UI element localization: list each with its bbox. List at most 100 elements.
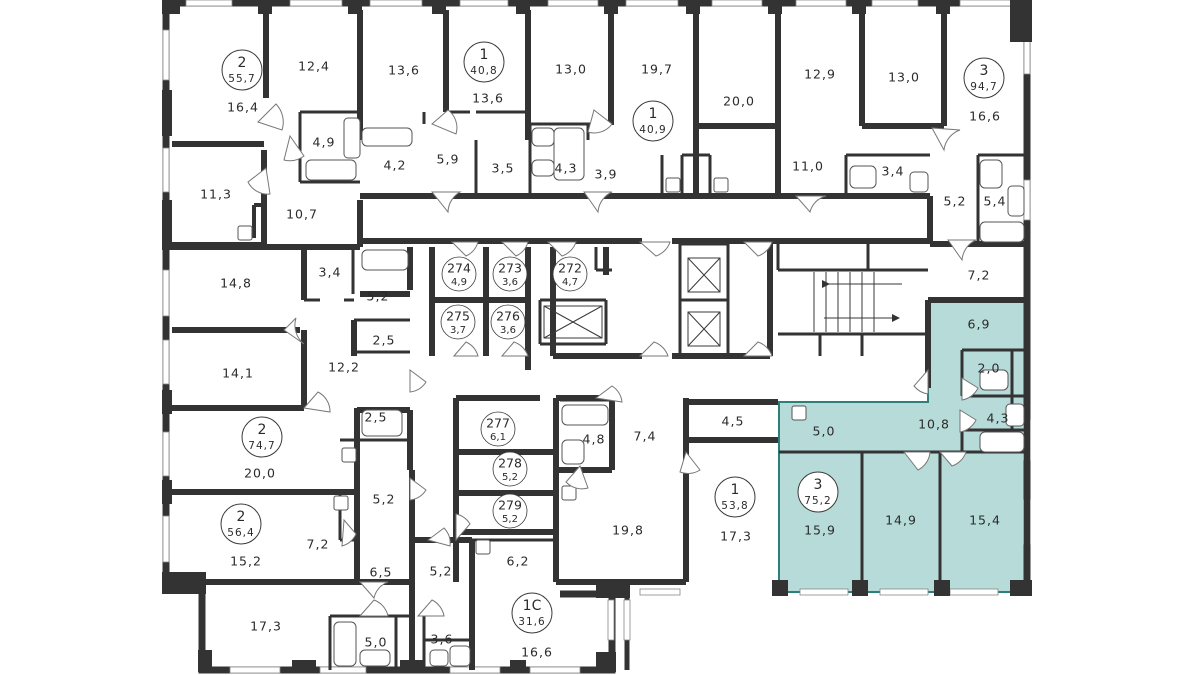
storage-number: 277 <box>486 416 510 431</box>
storage-circle <box>441 256 477 292</box>
room-area-label: 5,4 <box>984 194 1007 209</box>
room-area-label: 3,5 <box>492 161 515 176</box>
room-area-label: 5,9 <box>437 152 460 167</box>
room-area-label: 17,3 <box>250 619 282 634</box>
badge-circle <box>511 592 553 634</box>
apartment-badge[interactable]: 274,7 <box>241 416 283 458</box>
storage-area: 3,6 <box>502 277 518 288</box>
room-area-label: 11,3 <box>200 187 232 202</box>
storage-number: 274 <box>447 261 471 276</box>
total-area: 74,7 <box>248 440 275 452</box>
storage-circle <box>492 451 528 487</box>
room-area-label: 6,9 <box>968 317 991 332</box>
room-area-label: 16,6 <box>521 645 553 660</box>
badge-circle <box>632 100 674 142</box>
apartment-badge[interactable]: 256,4 <box>220 503 262 545</box>
room-area-label: 2,5 <box>373 333 396 348</box>
room-area-label: 2,5 <box>365 410 388 425</box>
room-area-label: 7,2 <box>968 268 991 283</box>
storage-area: 6,1 <box>490 432 506 443</box>
storage-number: 276 <box>496 309 520 324</box>
room-area-label: 4,3 <box>555 161 578 176</box>
room-area-label: 7,4 <box>634 429 657 444</box>
room-area-label: 10,8 <box>918 417 950 432</box>
room-count: 2 <box>238 55 247 71</box>
room-area-label: 2,0 <box>978 361 1001 376</box>
badge-circle <box>221 49 263 91</box>
storage-circle <box>440 304 476 340</box>
elevators-stairs <box>543 257 902 347</box>
storage-circle <box>492 256 528 292</box>
badge-circle <box>241 416 283 458</box>
storage-area: 5,2 <box>502 472 518 483</box>
room-area-label: 12,2 <box>328 360 360 375</box>
apartment-badge[interactable]: 153,8 <box>714 476 756 518</box>
total-area: 56,4 <box>227 527 254 539</box>
storage-circle <box>490 304 526 340</box>
room-area-label: 20,0 <box>244 466 276 481</box>
room-area-label: 7,2 <box>307 537 330 552</box>
storage-rooms: 2744,92733,62724,72753,72763,62776,12785… <box>440 256 588 529</box>
room-area-label: 14,8 <box>220 276 252 291</box>
apartment-badge[interactable]: 140,8 <box>463 41 505 83</box>
total-area: 94,7 <box>970 81 997 93</box>
storage-area: 4,7 <box>562 277 578 288</box>
room-area-label: 10,7 <box>286 207 318 222</box>
room-area-label: 13,6 <box>388 63 420 78</box>
room-count: 1 <box>649 106 658 122</box>
total-area: 53,8 <box>721 500 748 512</box>
total-area: 55,7 <box>228 73 255 85</box>
apartment-badge[interactable]: 140,9 <box>632 100 674 142</box>
apartment-badge[interactable]: 255,7 <box>221 49 263 91</box>
room-area-label: 6,2 <box>507 554 530 569</box>
room-count: 1 <box>480 47 489 63</box>
room-count: 3 <box>980 63 989 79</box>
storage-area: 3,7 <box>450 325 466 336</box>
total-area: 31,6 <box>518 616 545 628</box>
room-area-label: 13,0 <box>888 70 920 85</box>
interior-walls <box>172 10 1030 670</box>
room-area-label: 5,2 <box>373 492 396 507</box>
room-area-label: 5,2 <box>367 289 390 304</box>
room-area-label: 12,4 <box>298 59 330 74</box>
badge-circle <box>714 476 756 518</box>
storage-number: 272 <box>558 261 582 276</box>
room-area-label: 11,0 <box>792 159 824 174</box>
door-swings <box>247 103 979 617</box>
room-area-label: 17,3 <box>720 529 752 544</box>
room-area-label: 3,4 <box>882 164 905 179</box>
total-area: 40,9 <box>639 124 666 136</box>
room-area-label: 20,0 <box>723 94 755 109</box>
storage-area: 4,9 <box>451 277 467 288</box>
room-area-label: 3,9 <box>595 167 618 182</box>
room-area-label: 19,8 <box>612 523 644 538</box>
room-area-label: 3,6 <box>431 632 454 647</box>
apartment-badge[interactable]: 375,2 <box>797 471 839 513</box>
room-area-label: 4,5 <box>722 414 745 429</box>
room-count: 1 <box>731 482 740 498</box>
storage-circle <box>480 411 516 447</box>
storage-circle <box>492 493 528 529</box>
room-area-label: 5,0 <box>813 424 836 439</box>
total-area: 40,8 <box>470 65 497 77</box>
badge-circle <box>797 471 839 513</box>
room-area-label: 15,2 <box>230 554 262 569</box>
piers <box>162 0 1032 672</box>
room-area-label: 4,2 <box>384 158 407 173</box>
room-area-label: 5,2 <box>430 564 453 579</box>
storage-number: 273 <box>498 261 522 276</box>
apartment-badges: 255,7140,8140,9394,7274,7256,4153,8375,2… <box>220 41 1005 634</box>
apartment-badge[interactable]: 394,7 <box>963 57 1005 99</box>
room-area-label: 4,8 <box>583 432 606 447</box>
